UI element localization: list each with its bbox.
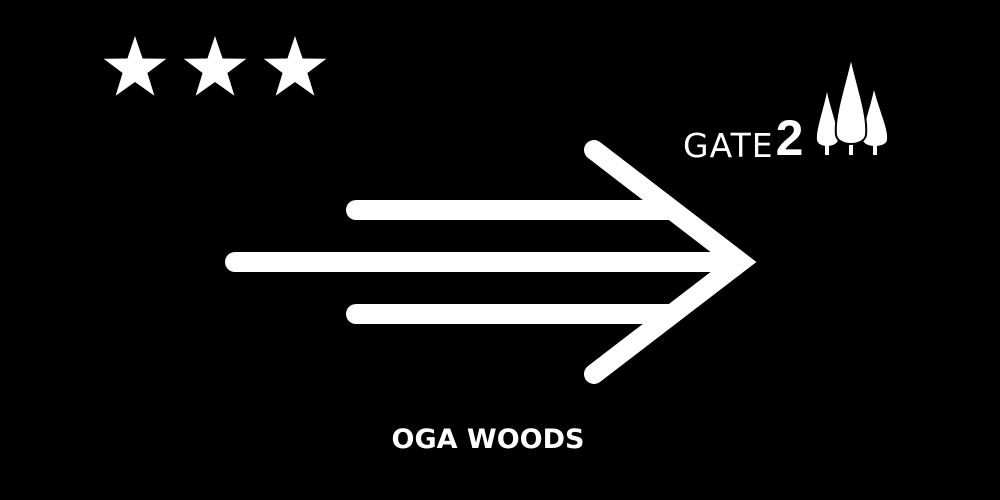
trees-icon <box>816 56 888 155</box>
gate-word: GATE <box>683 126 774 165</box>
star-icon <box>183 36 247 96</box>
star-rating <box>103 36 327 96</box>
star-icon <box>263 36 327 96</box>
star-icon <box>103 36 167 96</box>
direction-arrow-icon <box>225 140 757 384</box>
destination-label: OGA WOODS <box>391 424 585 455</box>
gate-number: 2 <box>775 110 804 166</box>
gate-label: GATE 2 <box>683 113 803 163</box>
arrow-head <box>584 140 757 384</box>
